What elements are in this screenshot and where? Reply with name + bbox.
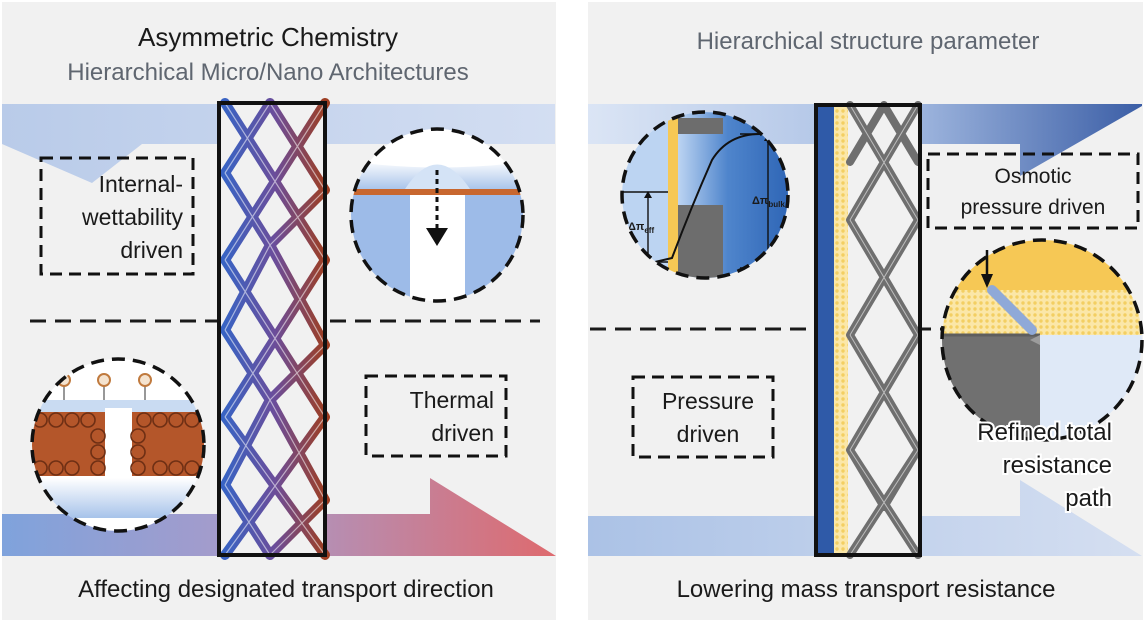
right-panel-caption: Lowering mass transport resistance xyxy=(677,576,1056,603)
pressure-line-2: driven xyxy=(677,421,740,447)
resistance-line-1: Refined total xyxy=(977,419,1112,446)
resistance-line-3: path xyxy=(1065,485,1112,512)
osmotic-line-1: Osmotic xyxy=(994,165,1071,188)
wettability-pore-inset xyxy=(30,357,206,533)
resistance-line-2: resistance xyxy=(1003,452,1112,479)
pressure-line-1: Pressure xyxy=(662,388,754,414)
osmotic-label-box: Osmotic pressure driven xyxy=(926,152,1140,230)
wettability-label-box: Internal- wettability driven xyxy=(39,156,195,276)
osmotic-pressure-inset: Δπeff Δπbulk xyxy=(620,110,790,280)
left-panel-subtitle: Hierarchical Micro/Nano Architectures xyxy=(67,59,468,86)
right-panel-title: Hierarchical structure parameter xyxy=(697,28,1040,55)
osmotic-line-2: pressure driven xyxy=(961,196,1106,219)
wettability-line-1: Internal- xyxy=(99,171,183,197)
left-panel-caption: Affecting designated transport direction xyxy=(78,576,494,603)
wettability-line-3: driven xyxy=(120,237,183,263)
delta-pi-eff-label: Δπeff xyxy=(628,221,654,235)
pressure-label-box: Pressure driven xyxy=(631,375,775,459)
wettability-line-2: wettability xyxy=(81,204,183,230)
thermal-line-2: driven xyxy=(431,420,494,446)
gradient-mesh xyxy=(217,98,330,560)
layered-membrane xyxy=(814,101,922,559)
left-panel-title: Asymmetric Chemistry xyxy=(138,22,398,52)
delta-pi-bulk-label: Δπbulk xyxy=(752,195,785,209)
thermal-label-box: Thermal driven xyxy=(364,374,508,458)
thermal-line-1: Thermal xyxy=(410,387,494,413)
